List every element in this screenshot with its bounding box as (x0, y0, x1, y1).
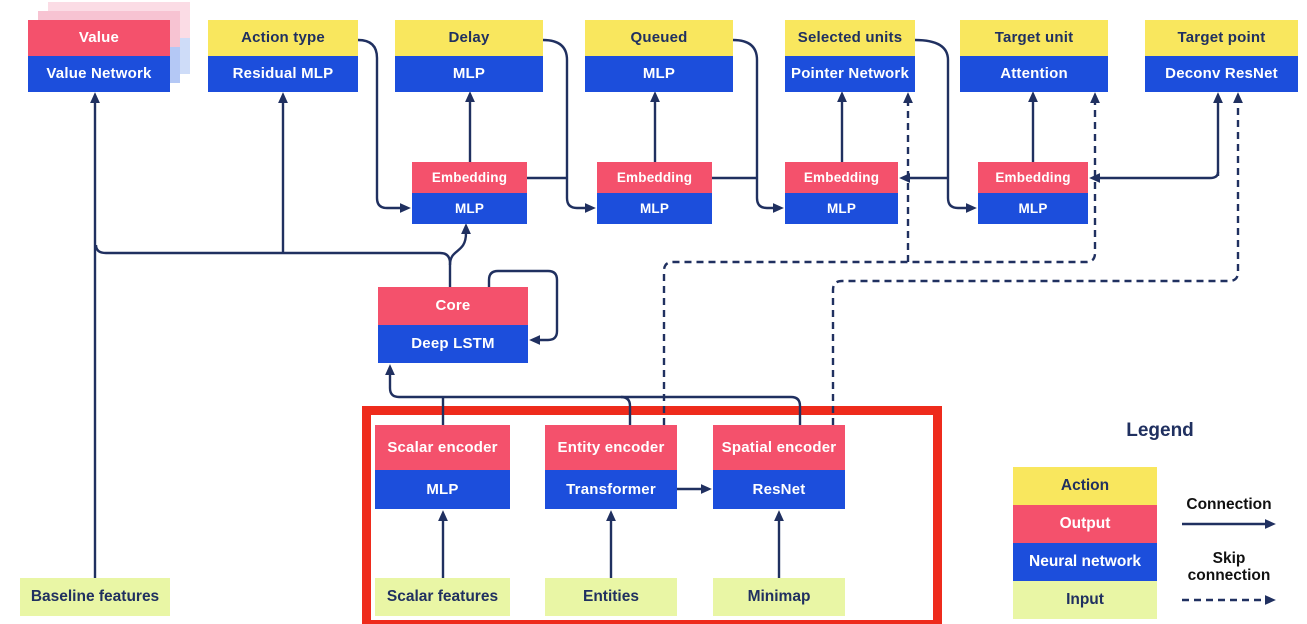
entity-encoder-label: Entity encoder (545, 425, 677, 470)
deconv-resnet-label: Deconv ResNet (1145, 56, 1298, 92)
scalar-encoder-label: Scalar encoder (375, 425, 510, 470)
target-unit-head: Target unit Attention (960, 20, 1108, 92)
minimap-input: Minimap (713, 578, 845, 616)
embedding-1-mlp-label: MLP (412, 193, 527, 224)
target-unit-label: Target unit (960, 20, 1108, 56)
conn-delay-to-embedding2 (542, 38, 596, 213)
selected-units-label: Selected units (785, 20, 915, 56)
skip-connections (662, 92, 1276, 605)
action-type-label: Action type (208, 20, 358, 56)
embedding-1: Embedding MLP (412, 162, 527, 224)
delay-head: Delay MLP (395, 20, 543, 92)
conn-core-to-embedding1 (448, 223, 471, 266)
encoder-highlight-rectangle (362, 406, 942, 624)
delay-mlp-label: MLP (395, 56, 543, 92)
embedding-2-mlp-label: MLP (597, 193, 712, 224)
conn-actiontype-to-embedding1 (357, 38, 411, 213)
conn-queued-to-embedding3 (732, 38, 784, 213)
skip-spatialencoder-to-targetpoint (831, 92, 1243, 425)
legend-skip-line1: Skip (1212, 550, 1246, 567)
embedding-1-label: Embedding (412, 162, 527, 193)
selected-units-head: Selected units Pointer Network (785, 20, 915, 92)
baseline-features-input: Baseline features (20, 578, 170, 616)
legend-swatch-input: Input (1013, 581, 1157, 619)
pointer-network-label: Pointer Network (785, 56, 915, 92)
embedding-3: Embedding MLP (785, 162, 898, 224)
embedding-4-label: Embedding (978, 162, 1088, 193)
core-box: Core Deep LSTM (378, 287, 528, 363)
spatial-encoder: Spatial encoder ResNet (713, 425, 845, 509)
embedding-2-label: Embedding (597, 162, 712, 193)
delay-label: Delay (395, 20, 543, 56)
embedding-2: Embedding MLP (597, 162, 712, 224)
residual-mlp-label: Residual MLP (208, 56, 358, 92)
conn-core-recurrent-loop (487, 269, 559, 345)
conn-selectedunits-to-embedding4 (914, 38, 977, 213)
embedding-4: Embedding MLP (978, 162, 1088, 224)
legend-title: Legend (1126, 420, 1194, 441)
spatial-encoder-label: Spatial encoder (713, 425, 845, 470)
embedding-3-mlp-label: MLP (785, 193, 898, 224)
queued-label: Queued (585, 20, 733, 56)
core-label: Core (378, 287, 528, 325)
conn-encoders-to-lstm (385, 364, 802, 425)
resnet-label: ResNet (713, 470, 845, 509)
scalar-features-input: Scalar features (375, 578, 510, 616)
embedding-4-mlp-label: MLP (978, 193, 1088, 224)
legend-skip-line2: connection (1187, 567, 1271, 584)
skip-entityencoder-to-targetunit (662, 92, 1100, 425)
entities-input: Entities (545, 578, 677, 616)
embedding-3-label: Embedding (785, 162, 898, 193)
scalar-encoder-mlp-label: MLP (375, 470, 510, 509)
action-type-head: Action type Residual MLP (208, 20, 358, 92)
target-point-head: Target point Deconv ResNet (1145, 20, 1298, 92)
legend-swatch-action: Action (1013, 467, 1157, 505)
queued-head: Queued MLP (585, 20, 733, 92)
conn-core-left-rail (94, 244, 452, 287)
queued-mlp-label: MLP (585, 56, 733, 92)
entity-encoder: Entity encoder Transformer (545, 425, 677, 509)
legend-skip-connection-label: Skip connection (1165, 550, 1293, 584)
deep-lstm-label: Deep LSTM (378, 325, 528, 363)
value-network-label: Value Network (28, 56, 170, 92)
legend-swatch-output: Output (1013, 505, 1157, 543)
value-head-stack: Value Value Network (28, 2, 190, 92)
conn-embedding4-right-feed (1089, 171, 1220, 183)
conn-entity-merge (620, 395, 632, 425)
attention-label: Attention (960, 56, 1108, 92)
legend-connection-label: Connection (1186, 496, 1272, 513)
value-output-label: Value (28, 20, 170, 56)
legend-swatch-neural-network: Neural network (1013, 543, 1157, 581)
scalar-encoder: Scalar encoder MLP (375, 425, 510, 509)
solid-connections (90, 38, 1276, 578)
value-head: Value Value Network (28, 20, 170, 92)
target-point-label: Target point (1145, 20, 1298, 56)
transformer-label: Transformer (545, 470, 677, 509)
